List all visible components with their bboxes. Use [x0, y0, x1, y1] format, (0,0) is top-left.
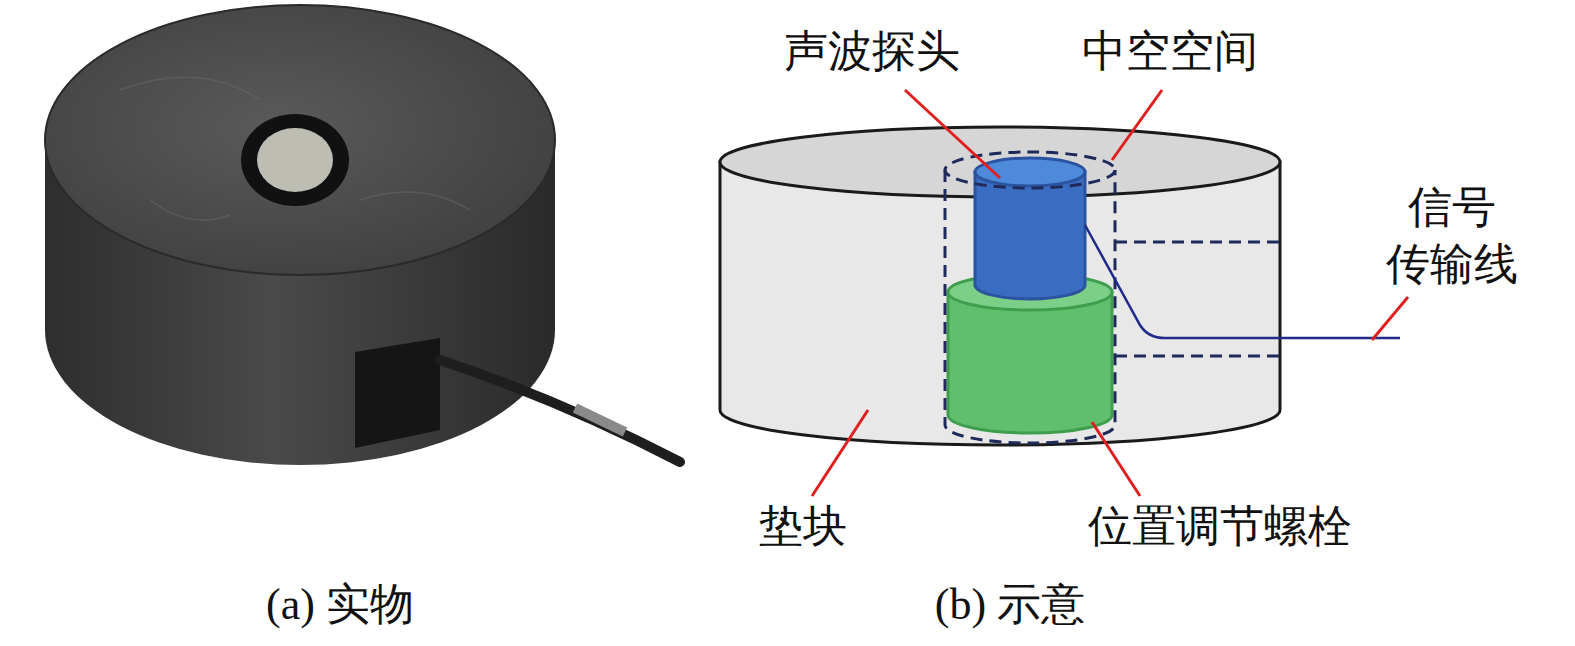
acoustic-probe — [975, 172, 1085, 299]
probe-face — [257, 128, 333, 192]
leader-line — [905, 90, 1000, 178]
schematic — [720, 90, 1408, 496]
hollow-top — [945, 152, 1115, 188]
part-label: 中空空间 — [1082, 23, 1258, 80]
part-label: 垫块 — [759, 498, 847, 555]
hole-ring — [241, 114, 349, 206]
subfigure-caption: (a) 实物 — [266, 576, 414, 633]
leader-line — [1112, 90, 1162, 160]
photo-cylinder — [45, 5, 680, 465]
channel-dash — [1115, 241, 1280, 244]
signal-wire — [1085, 225, 1400, 338]
subfigure-caption: (b) 示意 — [935, 576, 1085, 633]
part-label: 信号 传输线 — [1383, 179, 1522, 293]
pad-block-top — [720, 127, 1280, 197]
black-patch — [355, 338, 440, 448]
cable — [440, 360, 680, 462]
part-label: 声波探头 — [784, 23, 960, 80]
hollow-outline — [945, 170, 1115, 443]
surface-texture — [120, 77, 470, 220]
leader-line — [1092, 422, 1140, 496]
channel-dash — [1115, 355, 1280, 358]
part-label: 位置调节螺栓 — [1088, 498, 1352, 555]
cable-sleeve — [575, 408, 625, 432]
leader-line — [812, 410, 868, 496]
adjust-bolt — [948, 292, 1112, 433]
pad-block-body — [720, 162, 1280, 445]
cylinder-top — [45, 5, 555, 275]
leader-line — [1372, 297, 1408, 340]
